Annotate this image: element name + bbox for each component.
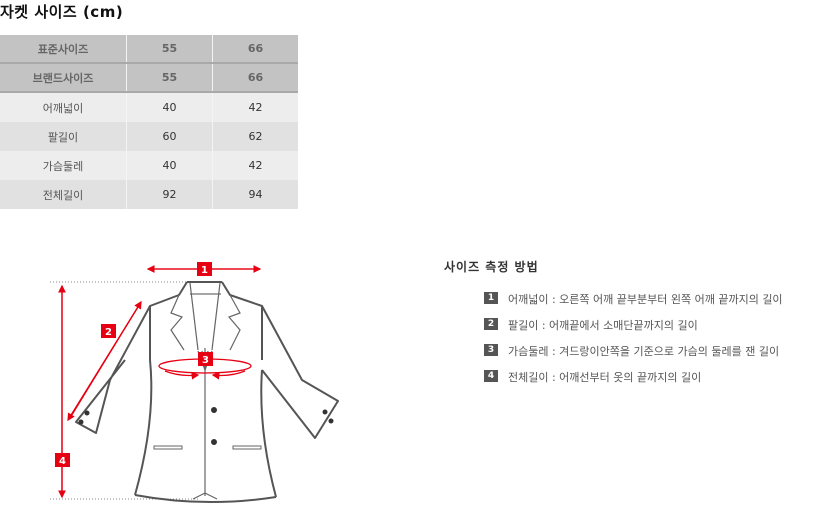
measurement-method-title: 사이즈 측정 방법 <box>444 260 539 274</box>
row-label: 브랜드사이즈 <box>0 63 127 93</box>
jacket-outline <box>75 281 339 503</box>
row-label: 가슴둘레 <box>0 151 127 180</box>
cell-value: 42 <box>212 92 298 122</box>
table-header-row: 표준사이즈 55 66 <box>0 35 298 64</box>
measure-4-length: 4 <box>55 284 70 499</box>
number-badge: 1 <box>484 292 498 304</box>
cell-value: 40 <box>126 92 213 122</box>
legend-text: 어깨넓이 : 오른쪽 어깨 끝부분부터 왼쪽 어깨 끝까지의 길이 <box>508 293 783 306</box>
cell-value: 92 <box>126 180 213 209</box>
table-row: 가슴둘레 40 42 <box>0 151 298 180</box>
measurement-legend: 1 어깨넓이 : 오른쪽 어깨 끝부분부터 왼쪽 어깨 끝까지의 길이 2 팔길… <box>484 291 783 395</box>
table-row: 어깨넓이 40 42 <box>0 92 298 122</box>
table-header-row: 브랜드사이즈 55 66 <box>0 63 298 93</box>
number-badge: 4 <box>484 370 498 382</box>
svg-text:3: 3 <box>202 355 209 366</box>
svg-text:4: 4 <box>59 456 66 467</box>
legend-item: 3 가슴둘레 : 겨드랑이안쪽을 기준으로 가슴의 둘레를 잰 길이 <box>484 343 783 369</box>
table-row: 전체길이 92 94 <box>0 180 298 209</box>
cell-value: 94 <box>212 180 298 209</box>
row-label: 전체길이 <box>0 180 127 209</box>
number-badge: 2 <box>484 318 498 330</box>
svg-text:1: 1 <box>201 265 208 276</box>
cell-value: 42 <box>212 151 298 180</box>
legend-text: 가슴둘레 : 겨드랑이안쪽을 기준으로 가슴의 둘레를 잰 길이 <box>508 345 780 358</box>
cell-value: 66 <box>212 63 298 93</box>
legend-text: 팔길이 : 어깨끝에서 소매단끝까지의 길이 <box>508 319 698 332</box>
measure-3-chest: 3 <box>158 352 252 380</box>
table-row: 팔길이 60 62 <box>0 122 298 151</box>
number-badge: 3 <box>484 344 498 356</box>
cell-value: 55 <box>126 35 213 64</box>
measure-2-sleeve: 2 <box>67 300 142 422</box>
row-label: 표준사이즈 <box>0 35 127 64</box>
left-pocket <box>153 445 183 450</box>
legend-item: 1 어깨넓이 : 오른쪽 어깨 끝부분부터 왼쪽 어깨 끝까지의 길이 <box>484 291 783 317</box>
measure-1-shoulder: 1 <box>146 262 262 276</box>
page-title: 자켓 사이즈 (cm) <box>0 3 124 21</box>
row-label: 어깨넓이 <box>0 92 127 122</box>
legend-item: 4 전체길이 : 어깨선부터 옷의 끝까지의 길이 <box>484 369 783 395</box>
legend-item: 2 팔길이 : 어깨끝에서 소매단끝까지의 길이 <box>484 317 783 343</box>
cell-value: 40 <box>126 151 213 180</box>
svg-text:2: 2 <box>105 327 112 338</box>
size-table: 표준사이즈 55 66 브랜드사이즈 55 66 어깨넓이 40 42 팔길이 … <box>0 35 298 209</box>
cell-value: 66 <box>212 35 298 64</box>
right-pocket <box>232 445 262 450</box>
cell-value: 62 <box>212 122 298 151</box>
legend-text: 전체길이 : 어깨선부터 옷의 끝까지의 길이 <box>508 371 702 384</box>
jacket-diagram: 1 2 3 4 <box>50 262 339 503</box>
row-label: 팔길이 <box>0 122 127 151</box>
cell-value: 60 <box>126 122 213 151</box>
cell-value: 55 <box>126 63 213 93</box>
